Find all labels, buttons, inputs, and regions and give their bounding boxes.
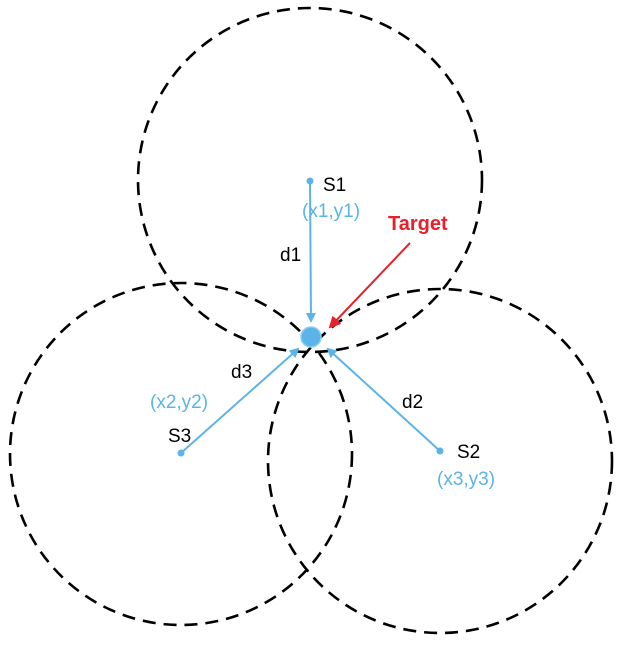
d2-vector xyxy=(326,347,441,452)
sensor-point-s3 xyxy=(177,449,185,457)
range-circle-s2 xyxy=(266,287,614,635)
target-point xyxy=(300,326,322,348)
s1-label: S1 xyxy=(323,175,346,196)
target-arrow xyxy=(328,242,411,329)
s2-label: S2 xyxy=(457,442,480,463)
sensor-point-s2 xyxy=(436,447,444,455)
d2-label: d2 xyxy=(402,392,423,413)
s3-label: S3 xyxy=(168,426,191,447)
s1-coords-label: (x1,y1) xyxy=(302,201,360,222)
d1-label: d1 xyxy=(280,245,301,266)
d3-label: d3 xyxy=(231,362,252,383)
d1-vector xyxy=(305,180,316,323)
d3-vector xyxy=(180,347,300,454)
target-label: Target xyxy=(388,213,448,235)
range-circle-s1 xyxy=(136,6,484,354)
range-circle-s3 xyxy=(8,281,354,627)
s3-coords-label: (x2,y2) xyxy=(150,392,208,413)
sensor-point-s1 xyxy=(306,177,314,185)
s2-coords-label: (x3,y3) xyxy=(437,469,495,490)
